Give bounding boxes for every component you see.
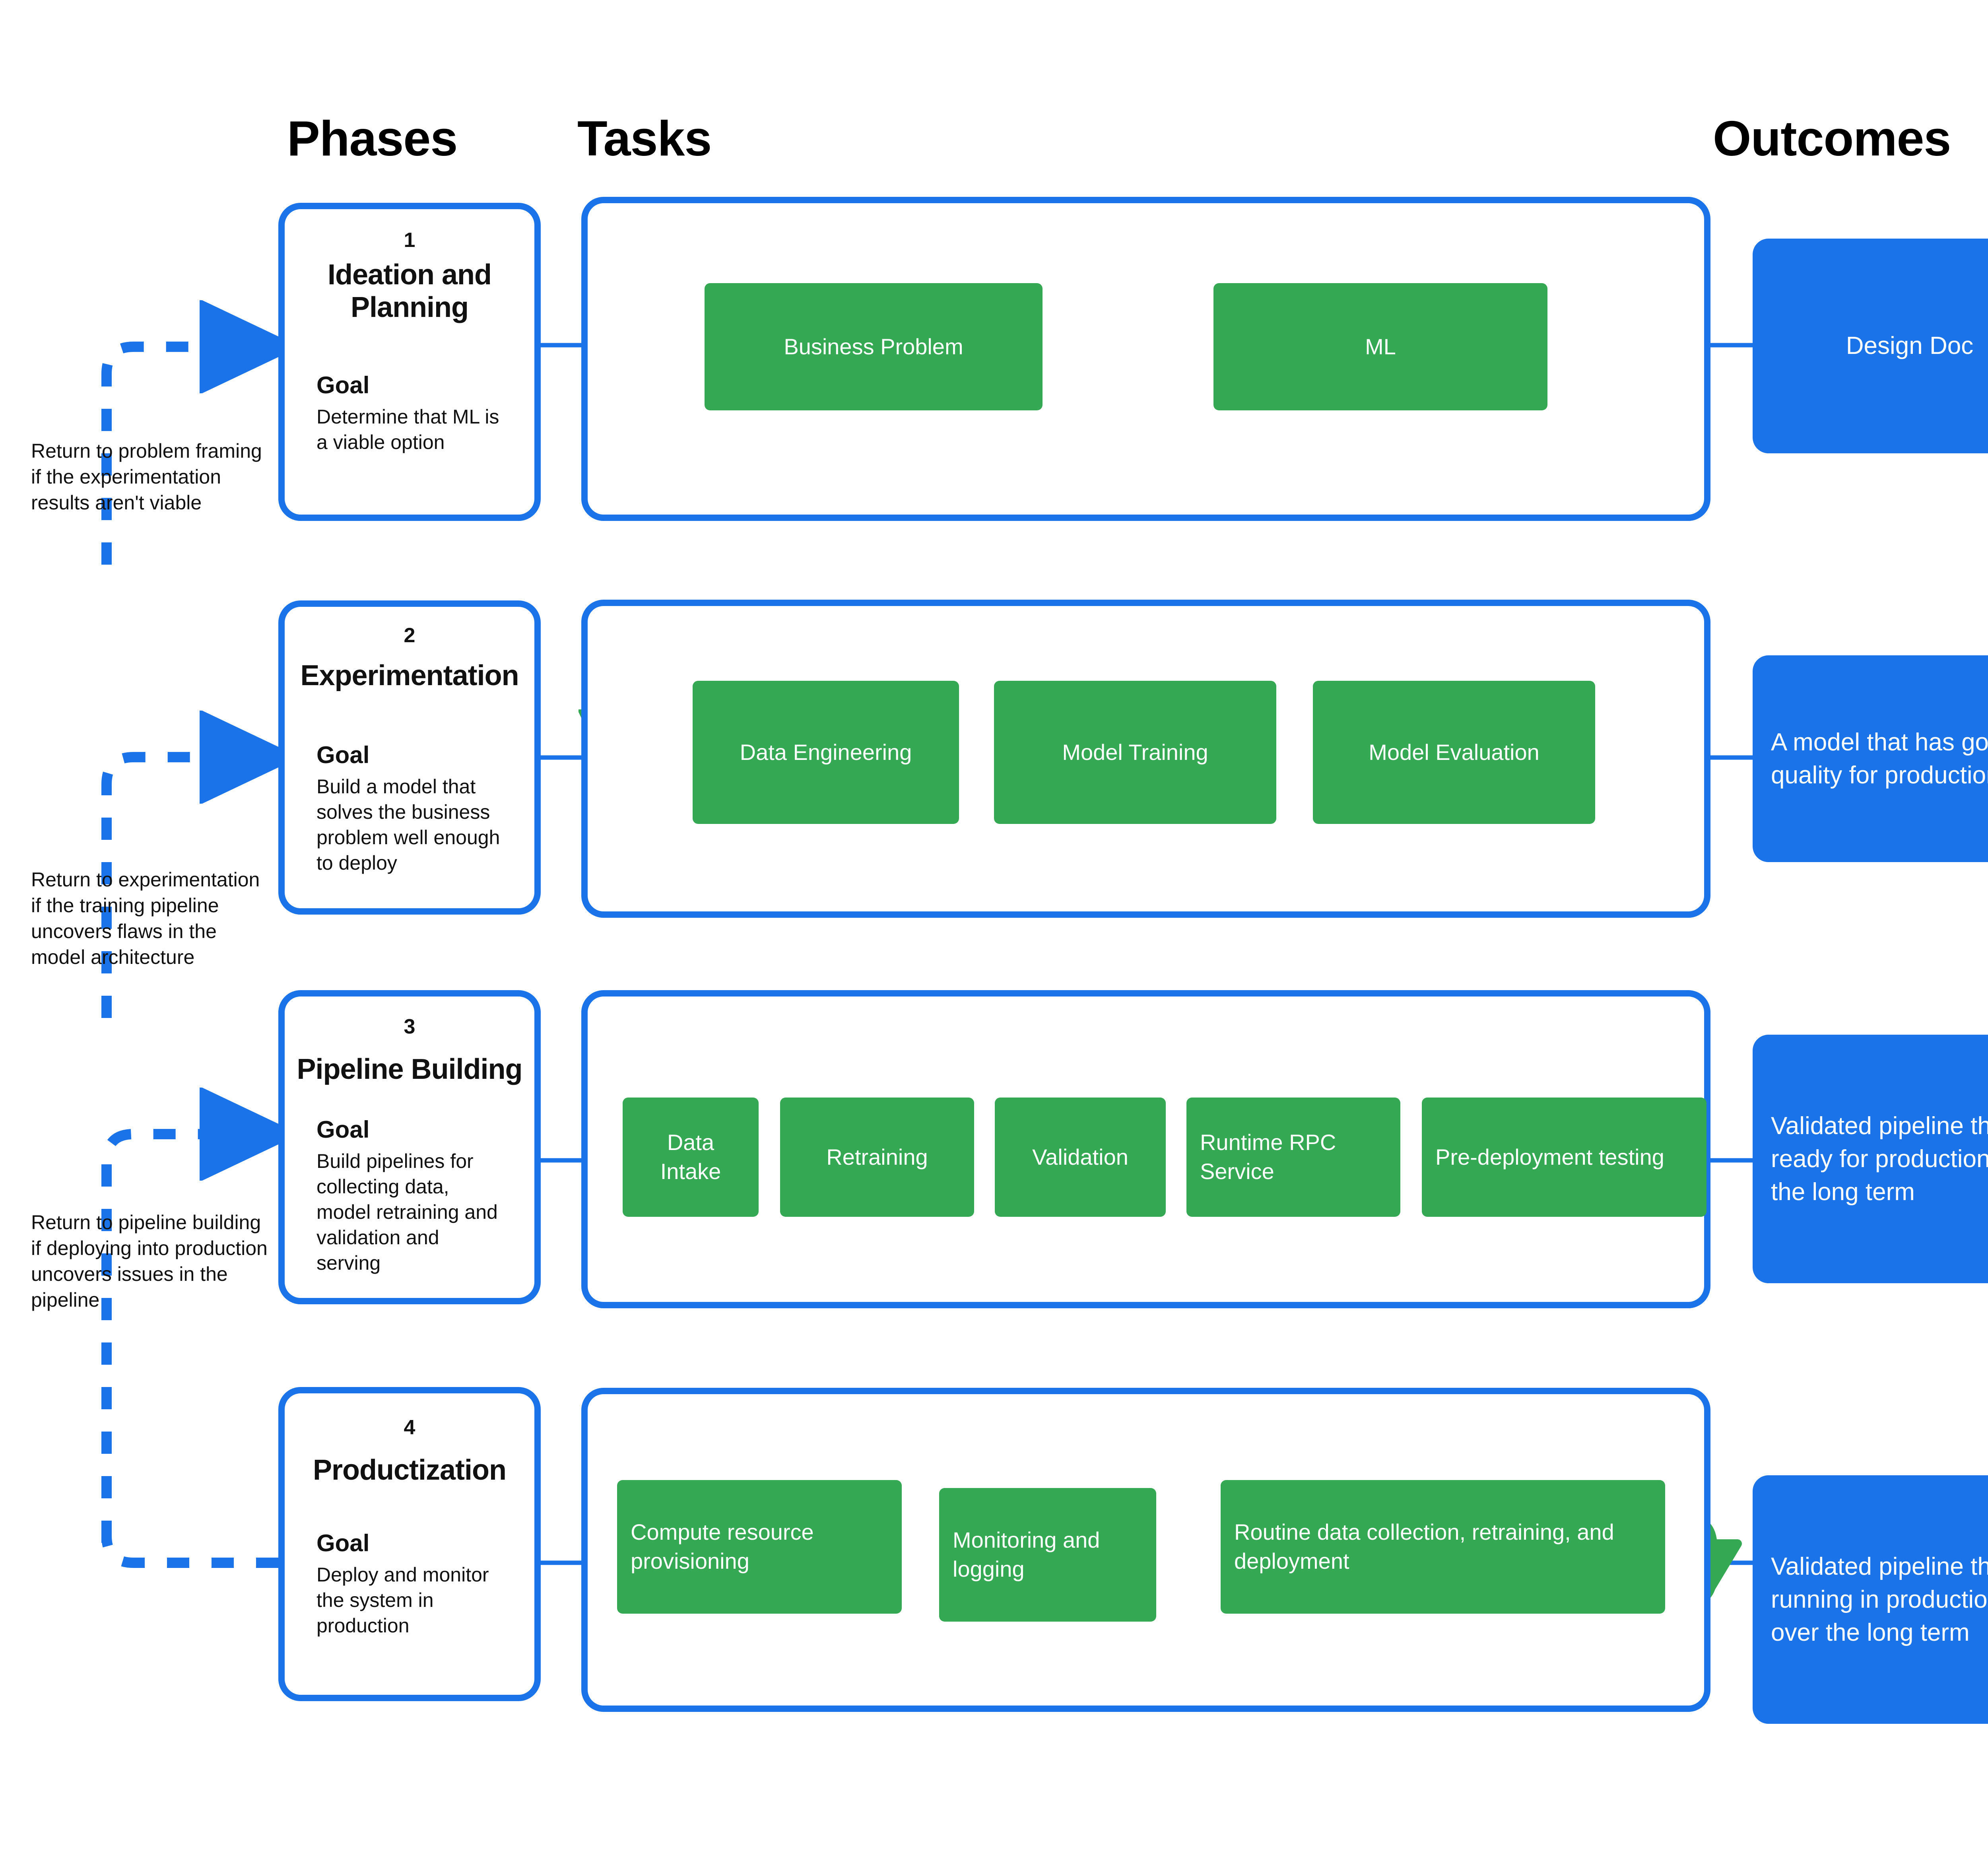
task-chip-model-training[interactable]: Model Training xyxy=(994,681,1276,824)
task-chip-data-engineering[interactable]: Data Engineering xyxy=(693,681,959,824)
goal-label-2: Goal xyxy=(316,742,370,768)
task-outcome-connector xyxy=(1710,343,1753,1565)
goal-text-1: Determine that ML is a viable option xyxy=(316,406,499,453)
task-chip-retraining[interactable]: Retraining xyxy=(780,1098,974,1217)
feedback-note-3: Return to pipeline building if deploying… xyxy=(31,1211,268,1311)
task-chip-validation[interactable]: Validation xyxy=(995,1098,1166,1217)
outcome-chip-4[interactable]: Validated pipeline that's running in pro… xyxy=(1753,1475,1988,1724)
task-chip-routine-data-collection[interactable]: Routine data collection, retraining, and… xyxy=(1221,1480,1665,1614)
feedback-note-2: Return to experimentation if the trainin… xyxy=(31,868,260,968)
task-chip-pre-deployment-testing[interactable]: Pre-deployment testing xyxy=(1422,1098,1706,1217)
task-chip-monitoring-and-logging[interactable]: Monitoring and logging xyxy=(939,1488,1156,1622)
phase-title-3: Pipeline Building xyxy=(297,1053,522,1085)
goal-text-3: Build pipelines for collecting data, mod… xyxy=(316,1150,498,1274)
goal-label-3: Goal xyxy=(316,1116,370,1143)
column-header-phases: Phases xyxy=(287,111,458,166)
phase-card-2[interactable]: 2 Experimentation Goal Build a model tha… xyxy=(278,600,541,915)
phase-title-4: Productization xyxy=(313,1454,507,1486)
phase-number-3: 3 xyxy=(404,1015,415,1038)
outcome-chip-1[interactable]: Design Doc xyxy=(1753,239,1988,453)
outcome-chip-3[interactable]: Validated pipeline that's ready for prod… xyxy=(1753,1035,1988,1283)
phase-title-1: Ideation and Planning xyxy=(327,259,492,324)
phase-card-4[interactable]: 4 Productization Goal Deploy and monitor… xyxy=(278,1387,541,1701)
task-chip-runtime-rpc-service[interactable]: Runtime RPC Service xyxy=(1186,1098,1400,1217)
phase-task-connector xyxy=(541,343,581,1565)
phase-number-2: 2 xyxy=(404,624,415,647)
phase-card-3[interactable]: 3 Pipeline Building Goal Build pipelines… xyxy=(278,990,541,1304)
feedback-note-1: Return to problem framing if the experim… xyxy=(31,440,262,514)
task-chip-data-intake[interactable]: Data Intake xyxy=(623,1098,759,1217)
task-chip-business-problem[interactable]: Business Problem xyxy=(705,283,1043,410)
dashed-arrow-icon xyxy=(101,1527,278,1568)
goal-label-4: Goal xyxy=(316,1530,370,1556)
phase-number-4: 4 xyxy=(404,1416,415,1439)
phase-title-2: Experimentation xyxy=(300,660,519,692)
column-header-outcomes: Outcomes xyxy=(1713,111,1951,166)
phase-number-1: 1 xyxy=(404,229,415,252)
column-header-tasks: Tasks xyxy=(577,111,712,166)
goal-text-2: Build a model that solves the business p… xyxy=(316,775,500,874)
task-chip-compute-resource-provisioning[interactable]: Compute resource provisioning xyxy=(617,1480,902,1614)
goal-label-1: Goal xyxy=(316,372,370,398)
goal-text-4: Deploy and monitor the system in product… xyxy=(316,1564,489,1637)
outcome-chip-2[interactable]: A model that has good quality for produc… xyxy=(1753,655,1988,862)
task-chip-model-evaluation[interactable]: Model Evaluation xyxy=(1313,681,1595,824)
dashed-arrow-icon xyxy=(101,1134,231,1543)
phase-card-1[interactable]: 1 Ideation and Planning Goal Determine t… xyxy=(278,203,541,521)
task-chip-ml[interactable]: ML xyxy=(1213,283,1547,410)
